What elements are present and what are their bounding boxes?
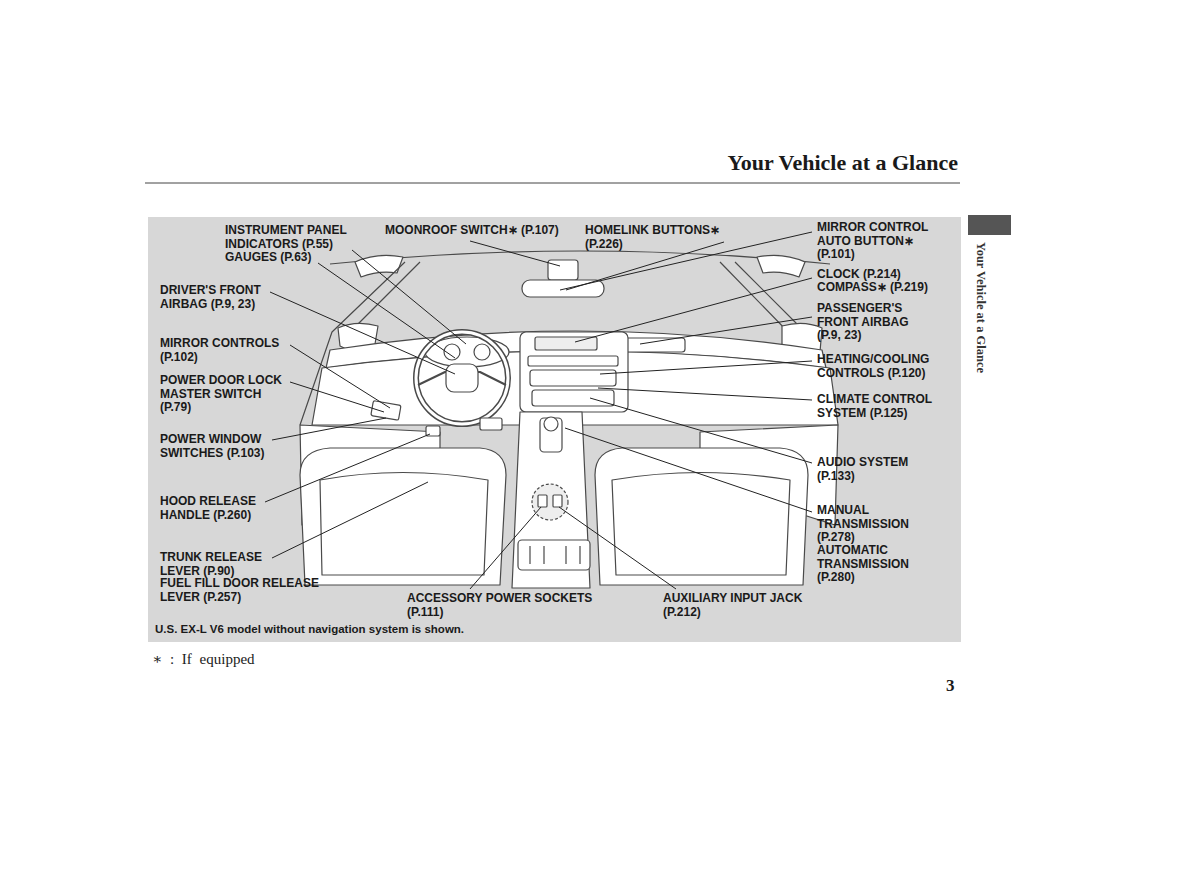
callout-label: FUEL FILL DOOR RELEASE LEVER (P.257): [160, 577, 324, 604]
leader-line: [272, 482, 428, 558]
title-rule: [145, 183, 960, 184]
seat-cushion: [320, 473, 488, 576]
sun-visor: [757, 255, 805, 277]
callout-label: HOMELINK BUTTONS∗ (P.226): [585, 224, 725, 251]
door-switch-panel: [371, 401, 401, 421]
callout-label: CLOCK (P.214): [817, 268, 901, 282]
shift-knob: [544, 417, 558, 431]
callout-label: DRIVER'S FRONT AIRBAG (P.9, 23): [160, 284, 265, 311]
leader-line: [598, 388, 812, 400]
callout-label: ACCESSORY POWER SOCKETS (P.111): [407, 592, 597, 619]
leader-line: [290, 345, 390, 408]
callout-label: MANUAL TRANSMISSION (P.278): [817, 504, 914, 545]
callout-label: AUXILIARY INPUT JACK (P.212): [663, 592, 807, 619]
leader-line: [559, 507, 676, 589]
socket-area: [532, 484, 568, 520]
leader-line: [270, 292, 455, 374]
leader-line: [590, 398, 812, 463]
leader-line: [470, 241, 560, 266]
callout-label: MIRROR CONTROL AUTO BUTTON∗ (P.101): [817, 221, 933, 262]
page-title: Your Vehicle at a Glance: [727, 150, 958, 176]
vent-slats: [530, 546, 580, 564]
section-tab-label: Your Vehicle at a Glance: [974, 242, 988, 373]
vent: [528, 356, 618, 366]
callout-label: AUDIO SYSTEM (P.133): [817, 456, 913, 483]
leader-line: [600, 361, 812, 374]
callout-label: HEATING/COOLING CONTROLS (P.120): [817, 353, 934, 380]
audio-panel: [532, 390, 614, 406]
callout-label: MOONROOF SWITCH∗ (P.107): [385, 224, 559, 238]
page-number: 3: [946, 676, 955, 696]
callout-label: HOOD RELEASE HANDLE (P.260): [160, 495, 261, 522]
callout-label: MIRROR CONTROLS (P.102): [160, 337, 284, 364]
leader-line: [272, 418, 386, 440]
driver-seat: [300, 448, 506, 585]
seat-cushion: [612, 473, 790, 576]
section-tab: [968, 215, 1011, 235]
gauge: [474, 344, 490, 360]
leader-line: [575, 278, 812, 342]
leader-line: [290, 382, 384, 412]
callout-label: COMPASS∗ (P.219): [817, 281, 928, 295]
steering-hub: [446, 364, 478, 392]
rear-vent: [518, 540, 590, 570]
callout-label: GAUGES (P.63): [225, 251, 311, 265]
leader-line: [352, 250, 466, 344]
passenger-seat: [595, 448, 808, 585]
caption: U.S. EX-L V6 model without navigation sy…: [155, 623, 464, 636]
footnote: ∗ : If equipped: [152, 650, 255, 668]
steering-wheel-rim: [416, 332, 508, 424]
pedal: [480, 418, 502, 430]
leader-line: [265, 434, 430, 502]
center-console: [512, 412, 590, 588]
aux-jack: [553, 495, 562, 507]
callout-label: TRUNK RELEASE LEVER (P.90): [160, 551, 267, 578]
climate-panel: [530, 370, 616, 386]
leader-line: [470, 507, 541, 589]
callout-label: PASSENGER'S FRONT AIRBAG (P.9, 23): [817, 302, 913, 343]
leader-line: [565, 428, 812, 512]
power-socket: [538, 495, 547, 507]
steering-wheel: [416, 332, 508, 424]
callout-label: CLIMATE CONTROL SYSTEM (P.125): [817, 393, 937, 420]
callout-label: AUTOMATIC TRANSMISSION (P.280): [817, 544, 914, 585]
grey-panel: [148, 217, 961, 642]
leader-lines: [265, 232, 812, 589]
shifter-gate: [540, 418, 562, 452]
center-stack: [520, 332, 628, 412]
callout-label: INSTRUMENT PANEL INDICATORS (P.55): [225, 224, 351, 251]
callout-label: POWER DOOR LOCK MASTER SWITCH (P.79): [160, 374, 286, 415]
callout-label: POWER WINDOW SWITCHES (P.103): [160, 433, 266, 460]
leader-line: [640, 317, 812, 344]
mirror-mount: [548, 260, 578, 280]
